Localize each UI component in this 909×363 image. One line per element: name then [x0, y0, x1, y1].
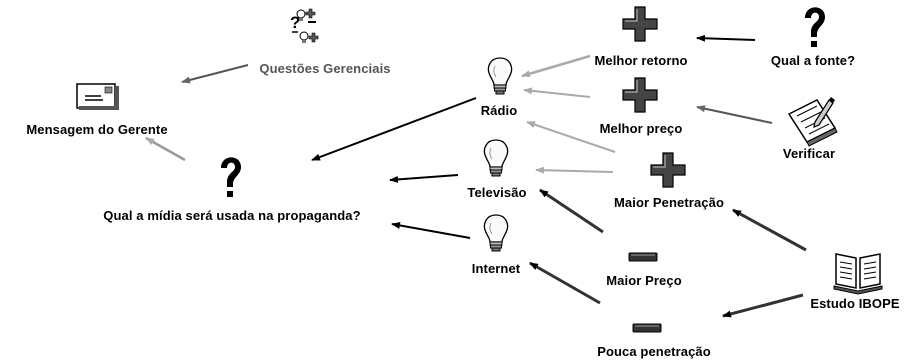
questions-pros-cons-icon: ? — [290, 8, 319, 43]
ibope-study-label: Estudo IBOPE — [810, 296, 900, 311]
edge-radio-to-central — [311, 97, 477, 161]
central-question-label: Qual a mídia será usada na propaganda? — [103, 208, 361, 223]
low-penetration-label: Pouca penetração — [597, 344, 711, 359]
television-label: Televisão — [467, 185, 527, 200]
plus-icon — [622, 6, 658, 42]
lightbulb-icon — [483, 214, 509, 252]
edge-penetration-to-radio — [526, 121, 616, 153]
plus-icon — [650, 152, 686, 188]
manager-message-label: Mensagem do Gerente — [26, 122, 168, 137]
edge-lowpen-to-internet — [529, 261, 601, 305]
better-return-label: Melhor retorno — [594, 53, 688, 68]
source-question-label: Qual a fonte? — [770, 53, 856, 68]
edge-higherprice-to-television — [539, 188, 604, 234]
edge-ibope-to-penetration — [732, 208, 807, 252]
edge-return-to-radio — [521, 54, 591, 78]
envelope-icon — [76, 83, 119, 110]
internet-label: Internet — [471, 261, 521, 276]
higher-price-label: Maior Preço — [606, 273, 682, 288]
better-price-label: Melhor preço — [599, 121, 683, 136]
svg-text:?: ? — [290, 13, 300, 32]
greater-penetration-label: Maior Penetração — [614, 195, 724, 210]
management-questions-label: Questões Gerenciais — [259, 61, 391, 76]
edge-source-to-return — [696, 34, 756, 42]
verify-label: Verificar — [782, 146, 836, 161]
open-book-icon — [833, 253, 883, 295]
question-icon — [221, 157, 241, 197]
radio-label: Rádio — [480, 103, 518, 118]
notepad-pencil-icon — [787, 97, 838, 147]
minus-icon — [632, 323, 662, 333]
edge-television-to-central — [389, 174, 459, 183]
edge-price-to-radio — [523, 87, 591, 98]
edge-ibope-to-lowpen — [722, 293, 804, 318]
lightbulb-icon — [487, 57, 513, 95]
edges — [145, 34, 807, 318]
plus-icon — [622, 77, 658, 113]
edge-central-to-message — [145, 136, 186, 162]
edge-management-to-message — [181, 64, 249, 84]
edge-internet-to-central — [391, 221, 471, 239]
edge-penetration-to-television — [535, 166, 614, 174]
minus-icon — [628, 252, 658, 262]
question-icon — [805, 7, 825, 47]
lightbulb-icon — [483, 139, 509, 177]
edge-verify-to-price — [696, 105, 773, 124]
